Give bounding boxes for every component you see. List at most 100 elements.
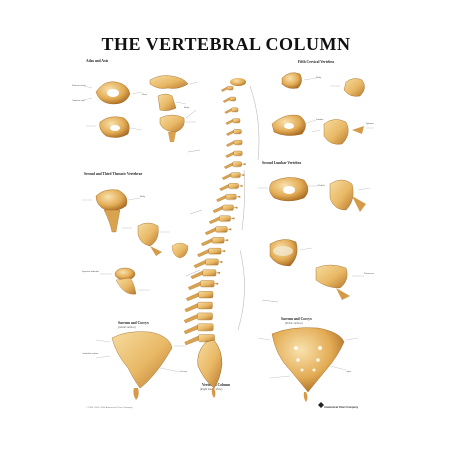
spinous-process bbox=[187, 281, 201, 291]
vertebra-body bbox=[233, 140, 243, 145]
spine-leader-lines bbox=[185, 85, 279, 331]
svg-text:Body: Body bbox=[140, 195, 146, 198]
heading-thoracic: Second and Third Thoracic Vertebrae bbox=[84, 172, 143, 176]
heading-fifth-cervical: Fifth Cervical Vertebra bbox=[298, 60, 334, 64]
spinous-process bbox=[184, 335, 199, 346]
vertebra-body bbox=[215, 226, 228, 233]
heading-sacrum-right: Sacrum and Coccyx bbox=[281, 317, 312, 321]
atlas-cap bbox=[230, 78, 246, 86]
rib-facet bbox=[216, 271, 221, 274]
spinous-process bbox=[197, 249, 209, 258]
spinous-process bbox=[220, 86, 228, 92]
copyright-text: © 1990, 2000, 2004 Anatomical Chart Comp… bbox=[86, 407, 133, 409]
spinous-process bbox=[224, 108, 232, 114]
spinous-process bbox=[190, 270, 203, 280]
svg-text:Auricular surface: Auricular surface bbox=[82, 352, 99, 355]
sacrum-column bbox=[197, 339, 223, 389]
svg-text:Coccyx: Coccyx bbox=[180, 370, 188, 373]
fifth-cervical-group: Body Lamina Spinous bbox=[271, 72, 374, 145]
vertebra-body bbox=[198, 291, 214, 298]
vertebra-body bbox=[232, 161, 242, 167]
sacrum-right-group: Apex bbox=[257, 327, 359, 402]
vertebra-body bbox=[211, 237, 225, 244]
svg-text:Apex: Apex bbox=[346, 370, 352, 373]
subheading-sacrum-left: (lateral surface) bbox=[118, 326, 136, 329]
rib-facet bbox=[241, 163, 246, 166]
spinous-process bbox=[222, 97, 230, 103]
central-spine bbox=[183, 78, 246, 398]
rib-facet bbox=[214, 282, 219, 285]
subheading-vertebral-column: (Right lateral View) bbox=[200, 388, 223, 391]
brand-logo-icon bbox=[318, 402, 324, 408]
rib-facet bbox=[218, 260, 223, 264]
svg-text:Spinous: Spinous bbox=[366, 122, 374, 125]
svg-text:Posterior arch: Posterior arch bbox=[72, 84, 86, 87]
coccyx-column bbox=[211, 388, 216, 398]
brand-name: Anatomical Chart Company bbox=[324, 406, 359, 409]
vertebra-body bbox=[197, 301, 213, 309]
poster-title: THE VERTEBRAL COLUMN bbox=[101, 34, 351, 54]
spinous-process bbox=[183, 324, 198, 335]
rib-facet bbox=[221, 250, 226, 253]
spinous-process bbox=[184, 303, 198, 313]
spinous-process bbox=[216, 194, 227, 202]
spinous-process bbox=[208, 216, 220, 224]
vertebra-body bbox=[226, 86, 234, 90]
svg-text:Body: Body bbox=[316, 76, 322, 79]
svg-text:Body: Body bbox=[184, 106, 190, 109]
vertebra-body bbox=[231, 107, 239, 112]
rib-facet bbox=[227, 228, 232, 231]
svg-text:Pedicle: Pedicle bbox=[318, 184, 325, 187]
vertebra-body bbox=[233, 150, 243, 156]
vertebra-body bbox=[228, 183, 239, 189]
rib-facet bbox=[240, 173, 245, 177]
spinous-process bbox=[183, 314, 198, 324]
vertebra-body bbox=[202, 269, 217, 277]
vertebra-body bbox=[225, 193, 237, 200]
heading-sacrum-left: Sacrum and Coccyx bbox=[118, 321, 149, 325]
spinous-process bbox=[185, 292, 199, 302]
spinous-process bbox=[225, 119, 233, 125]
vertebra-body bbox=[219, 215, 231, 222]
vertebra-body bbox=[197, 312, 213, 320]
atlas-axis-group: Posterior arch Anterior arch Dens Body bbox=[72, 75, 199, 142]
spinous-process bbox=[204, 227, 216, 235]
svg-text:Dens: Dens bbox=[142, 93, 147, 96]
spinous-process bbox=[226, 140, 235, 147]
spinous-process bbox=[226, 130, 234, 136]
rib-facet bbox=[224, 239, 229, 242]
sacrum-left-group: Auricular surface Coccyx bbox=[82, 331, 188, 400]
svg-text:Transverse: Transverse bbox=[364, 272, 374, 275]
rib-facet bbox=[236, 195, 241, 198]
spinous-process bbox=[221, 173, 232, 180]
vertebrae-stack bbox=[183, 86, 246, 346]
vertebra-body bbox=[200, 280, 215, 287]
heading-atlas-axis: Atlas and Axis bbox=[86, 59, 109, 63]
svg-text:Anterior arch: Anterior arch bbox=[72, 99, 86, 102]
svg-text:Lamina: Lamina bbox=[316, 118, 324, 121]
spinous-process bbox=[225, 151, 234, 158]
vertebra-body bbox=[222, 204, 234, 211]
vertebra-body bbox=[232, 118, 241, 123]
thoracic-group: Body Superior articular bbox=[82, 189, 189, 295]
heading-lumbar: Second Lumbar Vertebra bbox=[262, 161, 302, 165]
spinous-process bbox=[201, 238, 213, 246]
lumbar-group: Pedicle Transverse bbox=[258, 177, 374, 300]
vertebra-body bbox=[230, 172, 241, 178]
rib-facet bbox=[238, 184, 243, 188]
svg-text:Superior articular: Superior articular bbox=[82, 270, 99, 273]
spinous-process bbox=[193, 259, 206, 269]
rib-facet bbox=[230, 217, 235, 220]
vertebra-body bbox=[233, 129, 242, 134]
subheading-sacrum-right: (Pelvic surface) bbox=[285, 322, 303, 325]
spinous-process bbox=[219, 184, 229, 191]
vertebra-body bbox=[197, 323, 214, 331]
spinous-process bbox=[212, 205, 223, 213]
vertebra-body bbox=[208, 247, 222, 255]
vertebra-body bbox=[229, 96, 236, 101]
vertebra-body bbox=[205, 258, 219, 266]
rib-facet bbox=[233, 206, 238, 209]
spinous-process bbox=[223, 162, 233, 169]
